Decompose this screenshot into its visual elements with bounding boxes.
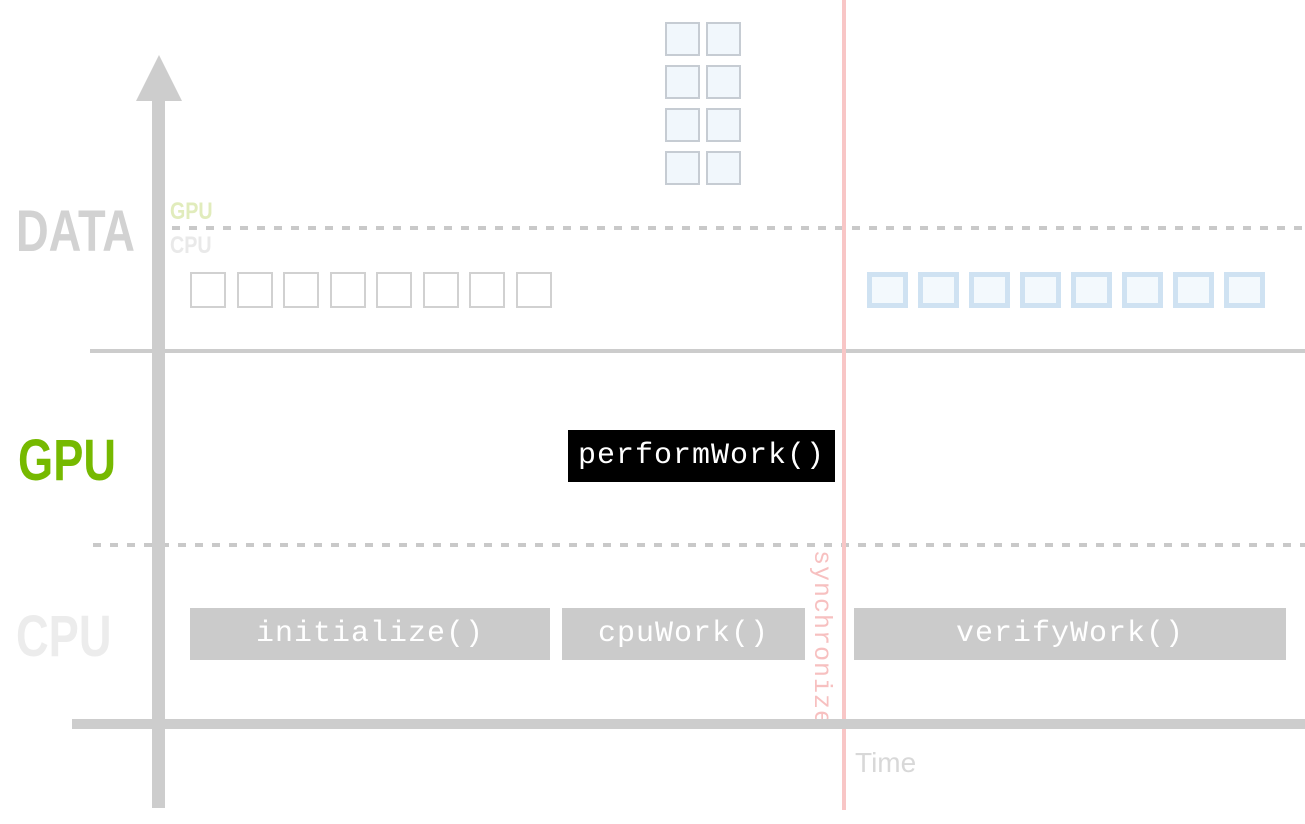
- cpu-memory-square: [515, 272, 552, 308]
- gpu-memory-square: [706, 151, 741, 185]
- gpu-memory-grid: [665, 22, 741, 185]
- gpu-memory-row: [867, 272, 1265, 308]
- gpu-cpu-section-divider: [93, 543, 1305, 547]
- gpu-memory-square: [1122, 272, 1163, 308]
- gpu-memory-square: [706, 108, 741, 142]
- perform-work-box: performWork(): [568, 430, 835, 482]
- cpu-memory-square: [422, 272, 459, 308]
- gpu-memory-square: [1071, 272, 1112, 308]
- cpu-work-box: cpuWork(): [562, 608, 805, 660]
- synchronize-label: synchronize: [807, 550, 836, 727]
- cpu-memory-square: [469, 272, 505, 308]
- gpu-memory-square: [665, 22, 700, 56]
- gpu-memory-square: [706, 65, 741, 99]
- cpu-memory-square: [329, 272, 366, 308]
- gpu-cpu-data-divider: [172, 226, 1305, 230]
- cpu-data-axis-label: CPU: [170, 232, 212, 259]
- initialize-box: initialize(): [190, 608, 550, 660]
- gpu-memory-square: [665, 151, 700, 185]
- gpu-memory-square: [918, 272, 959, 308]
- gpu-data-axis-label: GPU: [170, 198, 213, 225]
- gpu-memory-square: [969, 272, 1010, 308]
- time-axis-line: [72, 719, 1305, 729]
- cpu-memory-row: [190, 272, 552, 308]
- data-section-label: DATA: [16, 199, 135, 264]
- gpu-memory-square: [1224, 272, 1265, 308]
- gpu-memory-square: [665, 108, 700, 142]
- cpu-memory-square: [283, 272, 319, 308]
- cpu-memory-square: [236, 272, 273, 308]
- cpu-memory-square: [376, 272, 412, 308]
- gpu-memory-square: [706, 22, 741, 56]
- gpu-section-label: GPU: [18, 428, 117, 493]
- synchronize-line: [842, 0, 846, 810]
- gpu-memory-square: [665, 65, 700, 99]
- gpu-memory-square: [867, 272, 908, 308]
- gpu-memory-square: [1173, 272, 1214, 308]
- y-axis-arrowhead-icon: [136, 55, 182, 101]
- verify-work-box: verifyWork(): [854, 608, 1286, 660]
- time-axis-label: Time: [855, 747, 917, 778]
- gpu-memory-square: [1020, 272, 1061, 308]
- data-section-divider: [90, 349, 1305, 353]
- y-axis-shaft: [152, 95, 165, 808]
- cpu-section-label: CPU: [16, 604, 112, 669]
- cpu-memory-square: [190, 272, 226, 308]
